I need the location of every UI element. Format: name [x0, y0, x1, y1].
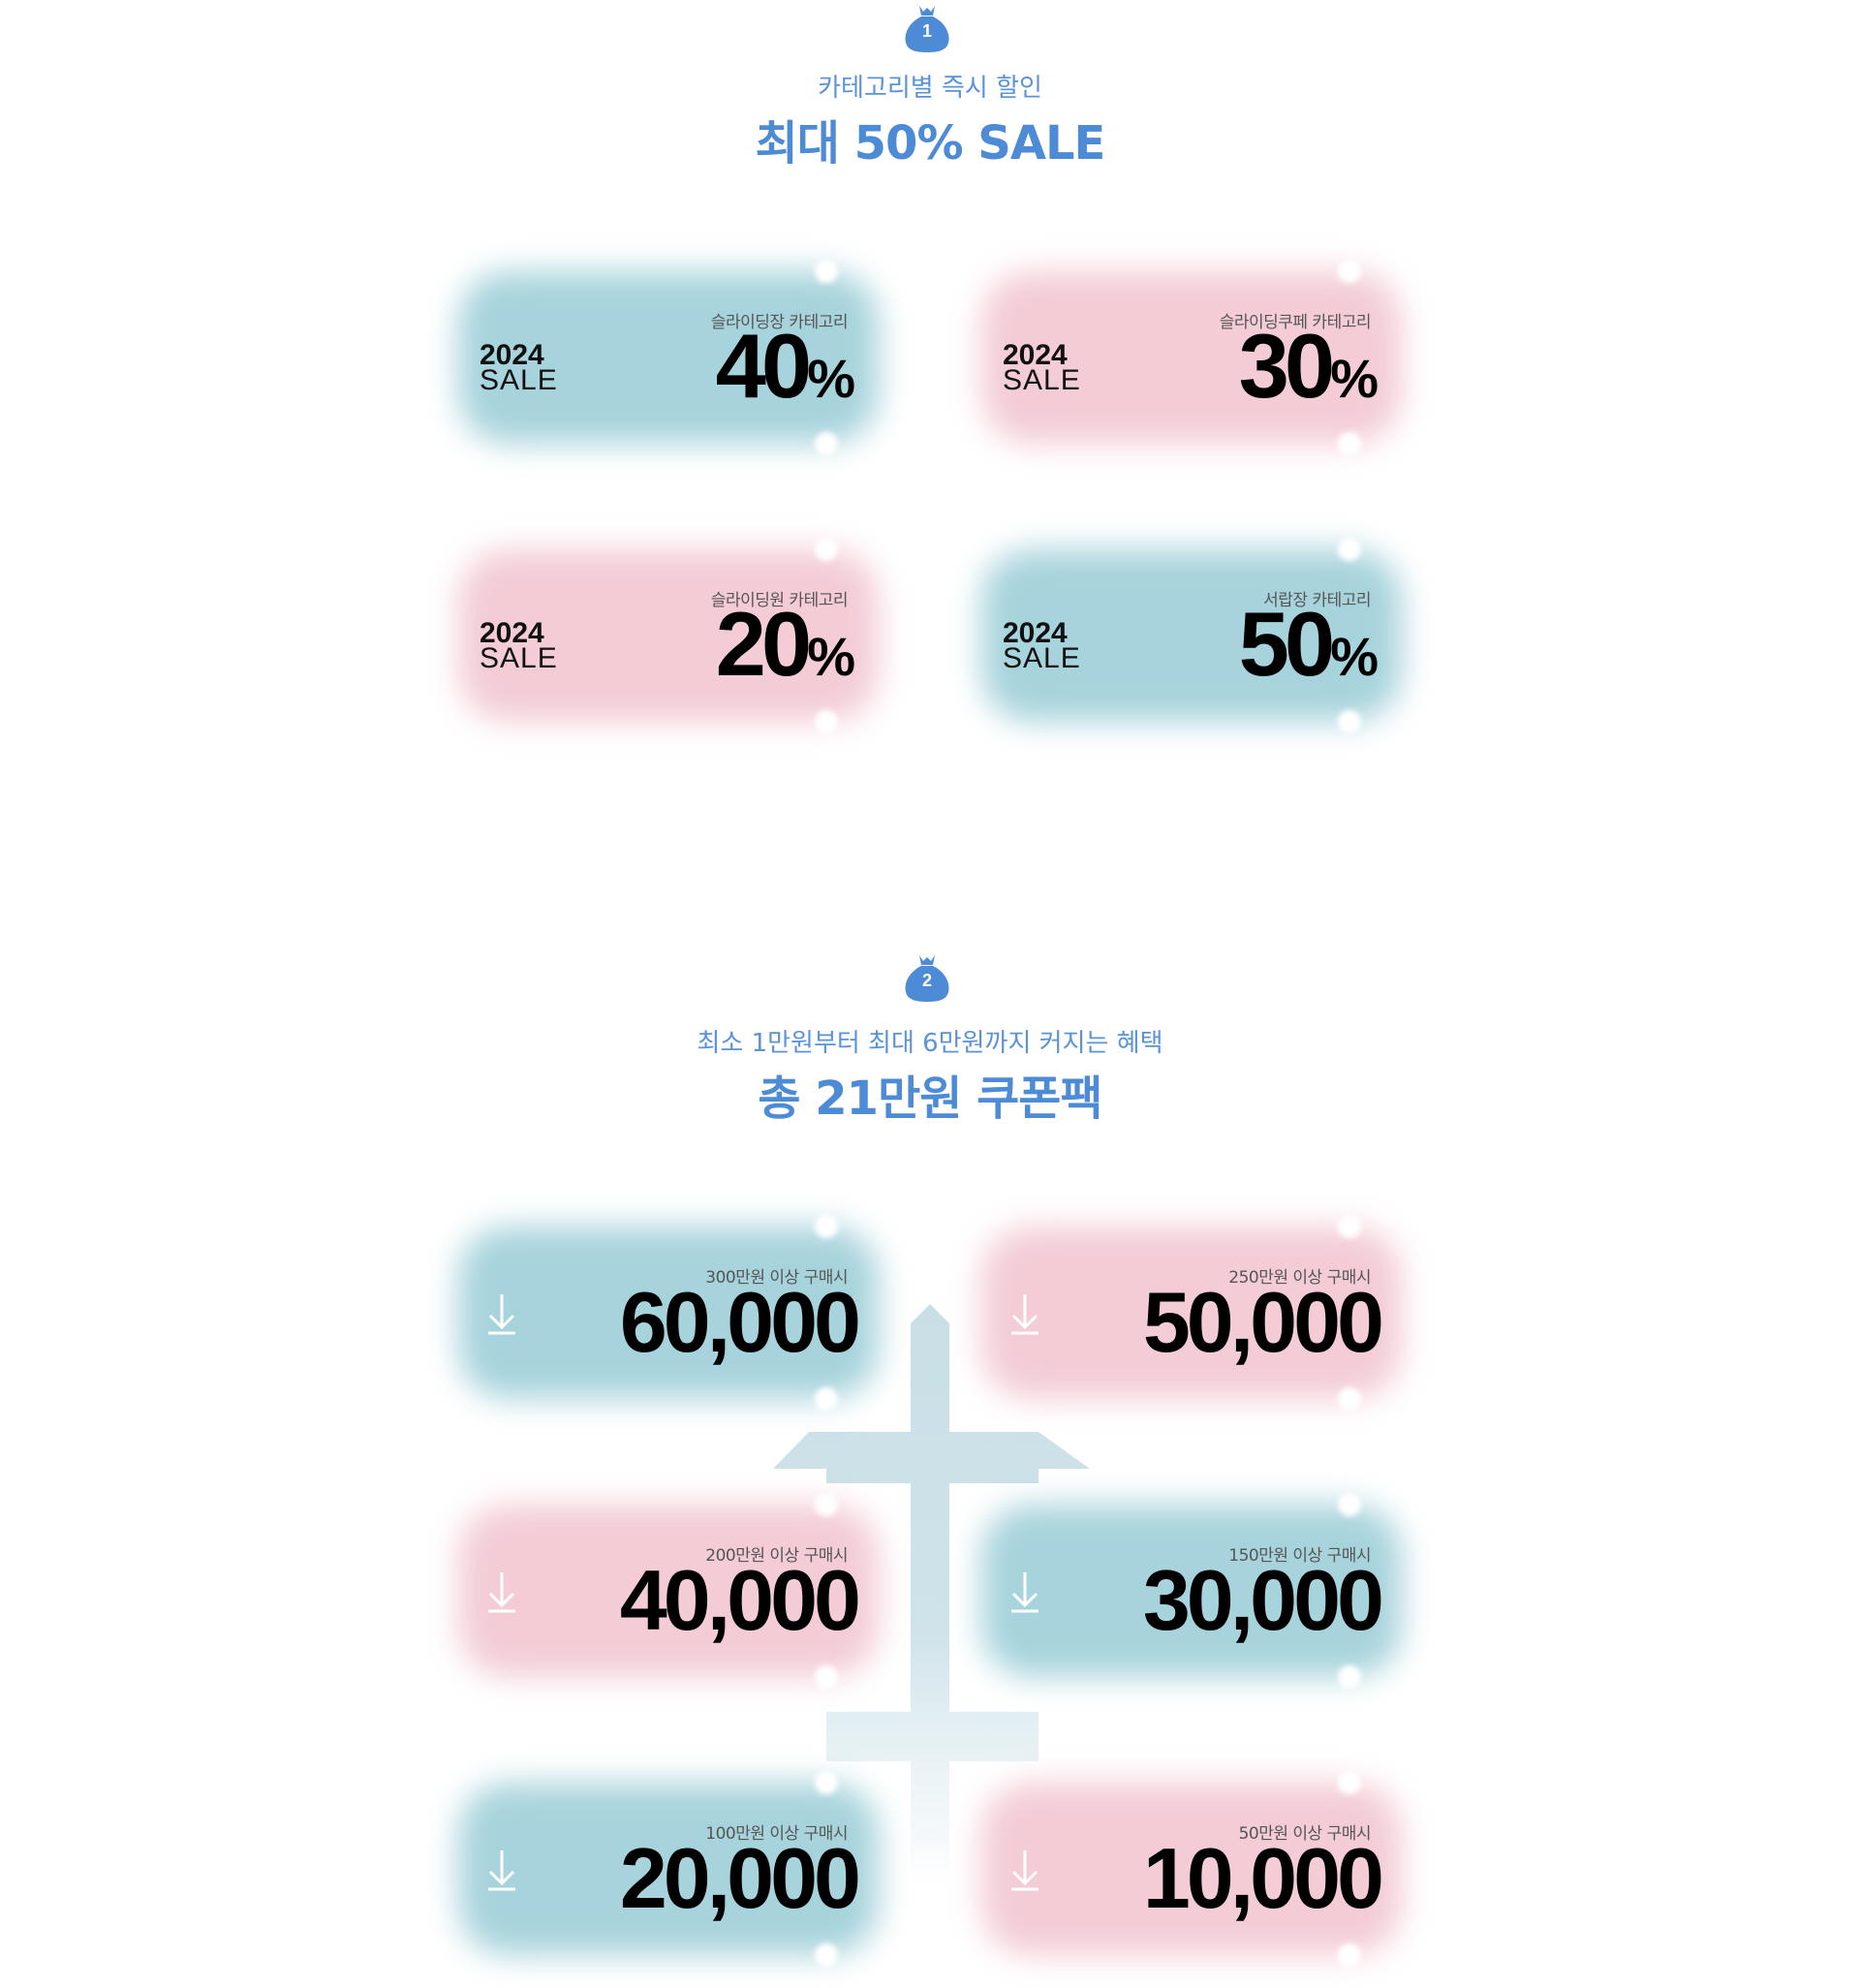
- sale-card-sliding-one[interactable]: 슬라이딩원 카테고리 2024 SALE 20%: [441, 532, 896, 739]
- sale-card-sliding-coupe[interactable]: 슬라이딩쿠페 카테고리 2024 SALE 30%: [964, 254, 1419, 461]
- discount-percent: 30%: [1238, 315, 1379, 417]
- download-arrow-icon[interactable]: [1008, 1847, 1041, 1893]
- sale-year: 2024: [1003, 339, 1068, 371]
- category-label: 슬라이딩쿠페 카테고리: [1219, 313, 1372, 332]
- download-arrow-icon[interactable]: [1008, 1569, 1041, 1615]
- sale-word: SALE: [480, 642, 558, 674]
- money-bag-icon: [905, 6, 949, 52]
- coupon-section: 2 최소 1만원부터 최대 6만원까지 커지는 혜택 총 21만원 쿠폰팩 30…: [0, 949, 1860, 1988]
- coupon-condition: 150만원 이상 구매시: [1228, 1546, 1371, 1566]
- sale-year: 2024: [1003, 617, 1068, 649]
- coupon-condition: 300만원 이상 구매시: [705, 1268, 848, 1288]
- coupon-card-20000[interactable]: 100만원 이상 구매시 20,000: [441, 1765, 896, 1972]
- coupon-amount: 40,000: [619, 1552, 861, 1648]
- sale-word: SALE: [480, 364, 558, 396]
- coupon-card-40000[interactable]: 200만원 이상 구매시 40,000: [441, 1487, 896, 1694]
- coupon-card-10000[interactable]: 50만원 이상 구매시 10,000: [964, 1765, 1419, 1972]
- section-badge-1: 1: [902, 4, 952, 54]
- money-bag-icon: [905, 955, 949, 1002]
- sale-card-sliding-closet[interactable]: 슬라이딩장 카테고리 2024 SALE 40%: [441, 254, 896, 461]
- discount-percent: 20%: [715, 593, 855, 695]
- sale-card-drawer[interactable]: 서랍장 카테고리 2024 SALE 50%: [964, 532, 1419, 739]
- sale-word: SALE: [1003, 364, 1081, 396]
- coupon-condition: 100만원 이상 구매시: [705, 1824, 848, 1844]
- sale-year: 2024: [480, 339, 544, 371]
- sale-word: SALE: [1003, 642, 1081, 674]
- download-arrow-icon[interactable]: [485, 1847, 518, 1893]
- discount-percent: 50%: [1238, 593, 1379, 695]
- category-label: 슬라이딩장 카테고리: [710, 313, 849, 332]
- coupon-condition: 50만원 이상 구매시: [1238, 1824, 1372, 1844]
- coupon-card-60000[interactable]: 300만원 이상 구매시 60,000: [441, 1209, 896, 1416]
- coupon-amount: 10,000: [1142, 1830, 1384, 1926]
- section-subtitle: 최소 1만원부터 최대 6만원까지 커지는 혜택: [697, 1029, 1163, 1058]
- discount-percent: 40%: [715, 315, 855, 417]
- download-arrow-icon[interactable]: [485, 1290, 518, 1337]
- badge-number: 2: [921, 971, 932, 990]
- section-badge-2: 2: [902, 953, 952, 1004]
- badge-number: 1: [921, 21, 932, 41]
- coupon-amount: 30,000: [1142, 1552, 1384, 1648]
- category-label: 서랍장 카테고리: [1263, 591, 1371, 610]
- coupon-amount: 60,000: [619, 1274, 861, 1370]
- coupon-condition: 200만원 이상 구매시: [705, 1546, 848, 1566]
- category-label: 슬라이딩원 카테고리: [710, 591, 849, 610]
- coupon-amount: 50,000: [1142, 1274, 1384, 1370]
- discount-section: 1 카테고리별 즉시 할인 최대 50% SALE 슬라이딩장 카테고리 202…: [0, 0, 1860, 872]
- coupon-amount: 20,000: [619, 1830, 861, 1926]
- coupon-card-50000[interactable]: 250만원 이상 구매시 50,000: [964, 1209, 1419, 1416]
- section-title: 최대 50% SALE: [755, 116, 1106, 171]
- coupon-card-30000[interactable]: 150만원 이상 구매시 30,000: [964, 1487, 1419, 1694]
- coupon-condition: 250만원 이상 구매시: [1228, 1268, 1371, 1288]
- section-title: 총 21만원 쿠폰팩: [758, 1072, 1102, 1126]
- sale-year: 2024: [480, 617, 544, 649]
- tree-decoration-icon: [773, 1304, 1090, 1899]
- section-subtitle: 카테고리별 즉시 할인: [818, 74, 1042, 103]
- download-arrow-icon[interactable]: [1008, 1290, 1041, 1337]
- download-arrow-icon[interactable]: [485, 1569, 518, 1615]
